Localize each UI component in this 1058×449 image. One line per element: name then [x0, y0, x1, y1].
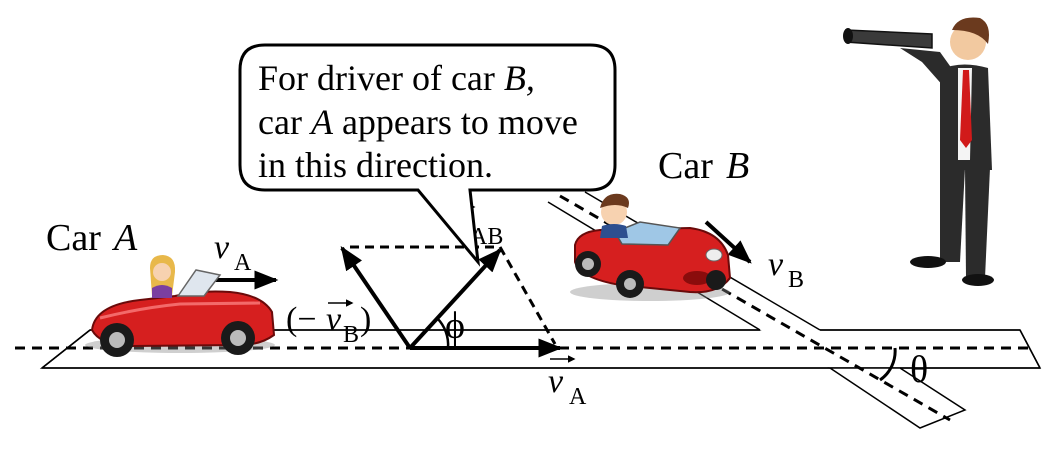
vb-label: v B [704, 220, 804, 293]
phi-arc [436, 317, 450, 349]
va-label-top: v A [200, 229, 279, 290]
theta-arc [879, 347, 897, 382]
neg-vb-label: (− v B ) [286, 299, 371, 348]
va-label-bottom: v A [548, 355, 587, 410]
car-b-label: Car B [658, 145, 749, 187]
theta-label: θ [910, 349, 928, 391]
svg-text:v: v [214, 229, 230, 266]
phi-label: ϕ [445, 305, 465, 347]
svg-text:(−: (− [286, 301, 317, 338]
svg-text:v: v [768, 246, 784, 283]
vector-neg-vb [340, 246, 412, 350]
car-a-label: Car A [46, 217, 138, 259]
car-b-icon [570, 193, 732, 301]
svg-text:v: v [326, 301, 342, 338]
svg-text:A: A [111, 217, 138, 259]
vector-vab [408, 248, 502, 350]
dashed-right [498, 246, 557, 345]
svg-text:Car: Car [658, 145, 713, 187]
bubble-line-1: For driver of car B, [258, 58, 535, 98]
driver-a-icon [150, 255, 176, 298]
bubble-line-3: in this direction. [258, 145, 493, 185]
vector-triangle [340, 245, 563, 358]
svg-text:Car: Car [46, 217, 101, 259]
observer-telescope-icon [843, 17, 994, 286]
svg-text:B: B [726, 145, 749, 187]
svg-text:B: B [343, 322, 359, 348]
svg-text:A: A [234, 250, 252, 276]
car-a-icon [85, 255, 276, 357]
svg-text:A: A [569, 384, 587, 410]
driver-b-icon [600, 193, 629, 238]
speech-bubble: For driver of car B, car A appears to mo… [238, 43, 617, 267]
svg-text:): ) [360, 301, 371, 338]
svg-text:B: B [788, 267, 804, 293]
bubble-line-2: car A appears to move [258, 102, 578, 142]
svg-text:v: v [548, 363, 564, 400]
